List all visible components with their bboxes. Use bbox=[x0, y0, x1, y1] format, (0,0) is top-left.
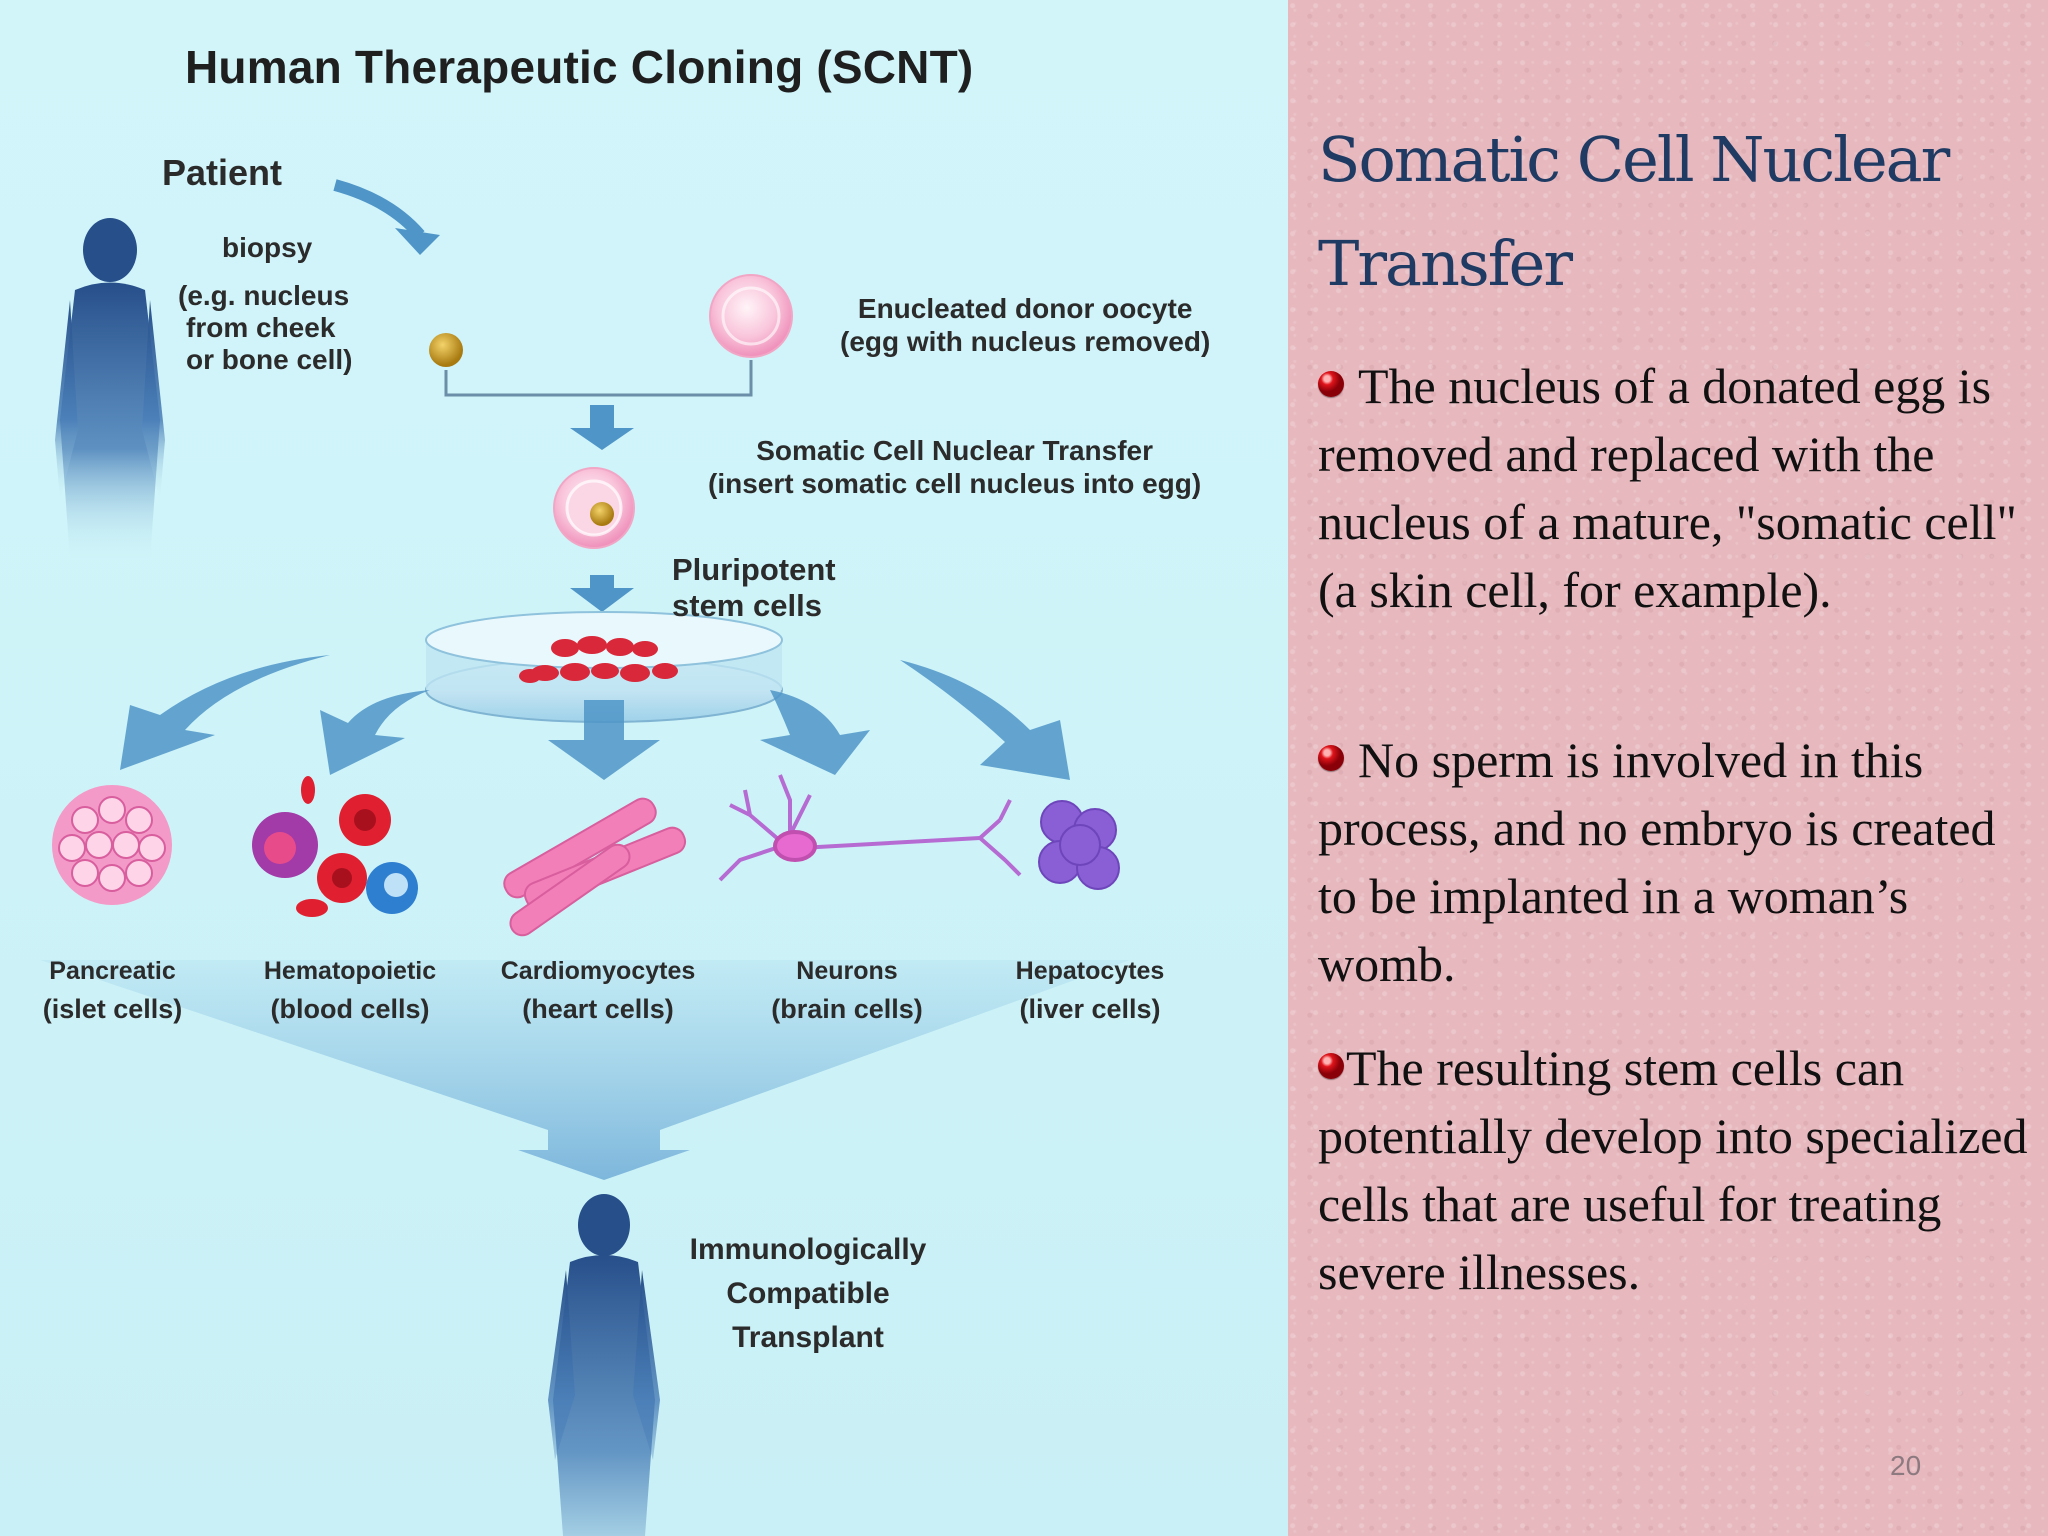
cell-type-hepatocytes: Hepatocytes(liver cells) bbox=[1015, 957, 1165, 1024]
oocyte-label: Enucleated donor oocyte (egg with nucleu… bbox=[840, 293, 1211, 357]
bullet-2: No sperm is involved in this process, an… bbox=[1318, 732, 1996, 992]
diagram-title: Human Therapeutic Cloning (SCNT) bbox=[185, 41, 974, 93]
text-panel: Somatic Cell Nuclear Transfer The nucleu… bbox=[1288, 0, 2048, 1536]
pluripotent-label: Pluripotent stem cells bbox=[672, 552, 836, 623]
biopsy-curved-arrow bbox=[333, 179, 425, 239]
transplant-recipient-silhouette-icon bbox=[548, 1194, 660, 1536]
biopsy-note: (e.g. nucleus from cheek or bone cell) bbox=[178, 280, 353, 375]
pancreatic-islet-cells-icon bbox=[52, 785, 172, 905]
merge-connector bbox=[444, 360, 753, 397]
petri-dish bbox=[425, 611, 783, 723]
bullet-3: The resulting stem cells can potentially… bbox=[1318, 1040, 2028, 1300]
page-number: 20 bbox=[1890, 1450, 1922, 1481]
diagram-illustration bbox=[40, 179, 1130, 1536]
neuron-brain-cell-icon bbox=[718, 774, 1022, 882]
scnt-diagram: Human Therapeutic Cloning (SCNT) Patient… bbox=[0, 0, 1288, 1536]
bullet-1: The nucleus of a donated egg is removed … bbox=[1318, 358, 2017, 618]
differentiation-arrows bbox=[120, 655, 1070, 780]
cell-type-cardiomyocytes: Cardiomyocytes(heart cells) bbox=[500, 957, 696, 1024]
cell-type-pancreatic: Pancreatic(islet cells) bbox=[42, 957, 183, 1024]
hepatocytes-liver-cells-icon bbox=[1038, 800, 1120, 890]
red-sphere-bullet-icon bbox=[1318, 371, 1344, 397]
red-sphere-bullet-icon bbox=[1318, 1053, 1344, 1079]
cell-type-neurons: Neurons(brain cells) bbox=[771, 957, 923, 1024]
slide-title: Somatic Cell Nuclear Transfer bbox=[1318, 123, 1950, 300]
red-sphere-bullet-icon bbox=[1318, 745, 1344, 771]
transplant-label: Immunologically Compatible Transplant bbox=[689, 1233, 927, 1354]
patient-label: Patient bbox=[162, 152, 283, 193]
scnt-label: Somatic Cell Nuclear Transfer (insert so… bbox=[708, 435, 1202, 499]
convergence-funnel bbox=[40, 960, 1130, 1180]
biopsy-label: biopsy bbox=[222, 232, 313, 263]
hematopoietic-blood-cells-icon bbox=[252, 776, 418, 917]
cardiomyocytes-heart-cells-icon bbox=[503, 797, 687, 937]
patient-silhouette-icon bbox=[55, 218, 165, 560]
cell-type-hematopoietic: Hematopoietic(blood cells) bbox=[263, 957, 437, 1024]
somatic-nucleus-cell bbox=[429, 333, 463, 367]
scnt-egg bbox=[553, 467, 635, 549]
